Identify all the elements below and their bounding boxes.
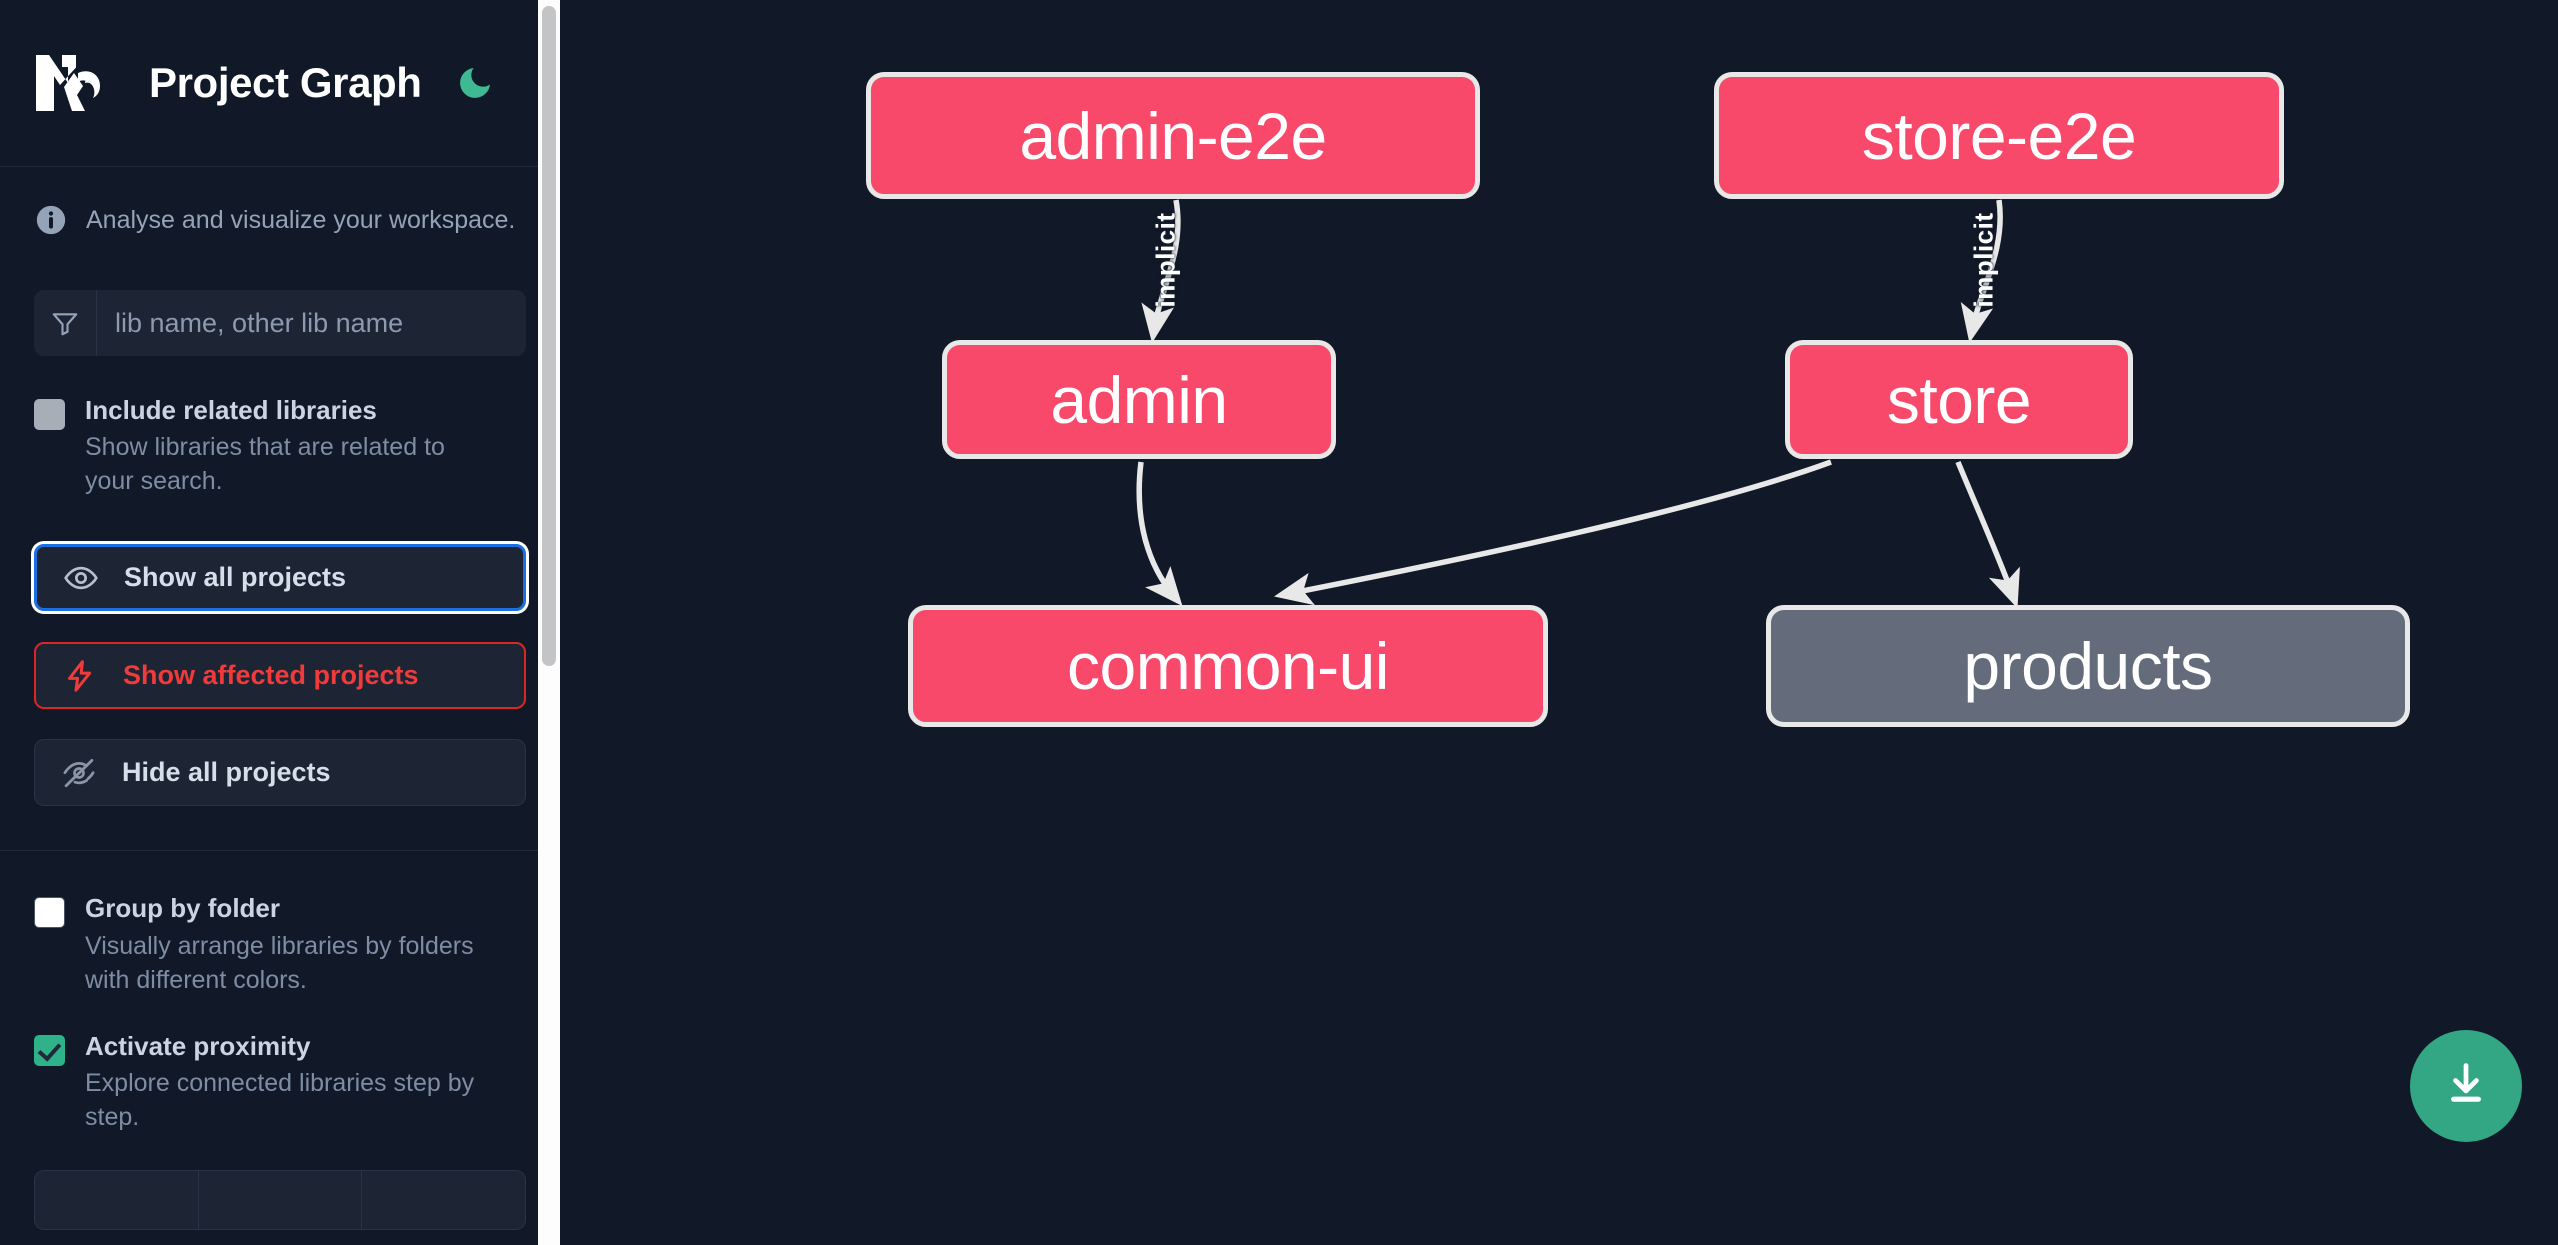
nx-logo bbox=[34, 53, 118, 113]
edge-store-e2e-store bbox=[1960, 199, 2003, 343]
sidebar-scrollbar[interactable] bbox=[538, 0, 560, 1245]
include-related-libraries-texts: Include related libraries Show libraries… bbox=[85, 393, 495, 498]
show-affected-projects-button[interactable]: Show affected projects bbox=[34, 642, 526, 710]
edge-admin-e2e-admin bbox=[1141, 199, 1181, 344]
graph-node-label: products bbox=[1963, 629, 2213, 703]
proximity-stepper-group[interactable] bbox=[34, 1169, 526, 1230]
hide-all-projects-button[interactable]: Hide all projects bbox=[34, 739, 526, 807]
edge-store-products bbox=[1955, 460, 2020, 609]
graph-node-store[interactable]: store bbox=[1785, 340, 2133, 459]
activate-proximity-texts: Activate proximity Explore connected lib… bbox=[85, 1029, 495, 1134]
workspace-info-text: Analyse and visualize your workspace. bbox=[86, 205, 516, 234]
sidebar-scrollbar-thumb[interactable] bbox=[542, 6, 556, 666]
graph-canvas[interactable]: admin-e2e store-e2e admin store common-u… bbox=[560, 0, 2558, 1245]
sidebar: Project Graph Analyse and visualize your… bbox=[0, 0, 560, 1245]
graph-node-admin[interactable]: admin bbox=[942, 340, 1336, 459]
include-related-libraries-description: Show libraries that are related to your … bbox=[85, 433, 445, 496]
show-all-projects-label: Show all projects bbox=[124, 562, 347, 593]
group-by-folder-texts: Group by folder Visually arrange librari… bbox=[85, 891, 495, 996]
hide-all-projects-label: Hide all projects bbox=[122, 757, 331, 788]
page-title: Project Graph bbox=[149, 59, 422, 106]
lightning-icon bbox=[62, 657, 100, 695]
filter-icon bbox=[34, 290, 97, 356]
graph-node-common-ui[interactable]: common-ui bbox=[908, 605, 1548, 727]
workspace-info: Analyse and visualize your workspace. bbox=[0, 167, 560, 237]
eye-icon bbox=[63, 559, 101, 597]
proximity-step-value bbox=[199, 1170, 363, 1229]
activate-proximity-label: Activate proximity bbox=[85, 1030, 311, 1061]
moon-icon[interactable] bbox=[450, 58, 500, 108]
group-by-folder-checkbox[interactable] bbox=[34, 897, 65, 929]
graph-node-store-e2e[interactable]: store-e2e bbox=[1714, 72, 2284, 199]
edge-label-store-e2e-store: implicit bbox=[1968, 212, 1999, 308]
download-graph-button[interactable] bbox=[2410, 1030, 2522, 1142]
edge-label-admin-e2e-admin: implicit bbox=[1150, 212, 1181, 308]
download-icon bbox=[2440, 1058, 2492, 1115]
show-affected-projects-label: Show affected projects bbox=[123, 660, 419, 691]
graph-node-admin-e2e[interactable]: admin-e2e bbox=[866, 72, 1480, 199]
graph-node-products[interactable]: products bbox=[1766, 605, 2410, 727]
proximity-step-increase[interactable] bbox=[362, 1171, 525, 1229]
edge-store-common-ui bbox=[1274, 459, 1832, 606]
graph-edges bbox=[1136, 199, 2020, 609]
search-bar bbox=[34, 290, 526, 356]
graph-node-label: admin-e2e bbox=[1019, 98, 1327, 173]
group-by-folder-description: Visually arrange libraries by folders wi… bbox=[85, 931, 474, 994]
graph-node-label: store-e2e bbox=[1861, 98, 2137, 173]
option-activate-proximity[interactable]: Activate proximity Explore connected lib… bbox=[34, 1029, 526, 1134]
search-input[interactable] bbox=[97, 290, 526, 356]
info-icon bbox=[34, 203, 68, 237]
graph-node-label: store bbox=[1886, 362, 2032, 437]
activate-proximity-checkbox[interactable] bbox=[34, 1034, 65, 1066]
sidebar-scroll-area: Project Graph Analyse and visualize your… bbox=[0, 0, 560, 1245]
proximity-step-decrease[interactable] bbox=[35, 1170, 199, 1229]
include-related-libraries-label: Include related libraries bbox=[85, 395, 377, 425]
sidebar-divider bbox=[0, 850, 560, 852]
edge-admin-common-ui bbox=[1136, 461, 1183, 607]
option-include-related-libraries[interactable]: Include related libraries Show libraries… bbox=[34, 393, 526, 498]
option-group-by-folder[interactable]: Group by folder Visually arrange librari… bbox=[34, 891, 526, 996]
graph-node-label: admin bbox=[1050, 362, 1228, 437]
eye-off-icon bbox=[61, 754, 99, 792]
show-all-projects-button[interactable]: Show all projects bbox=[34, 544, 526, 612]
group-by-folder-label: Group by folder bbox=[85, 893, 280, 924]
graph-node-label: common-ui bbox=[1067, 629, 1389, 703]
activate-proximity-description: Explore connected libraries step by step… bbox=[85, 1068, 475, 1131]
include-related-libraries-checkbox[interactable] bbox=[34, 399, 65, 430]
sidebar-header: Project Graph bbox=[0, 0, 560, 167]
